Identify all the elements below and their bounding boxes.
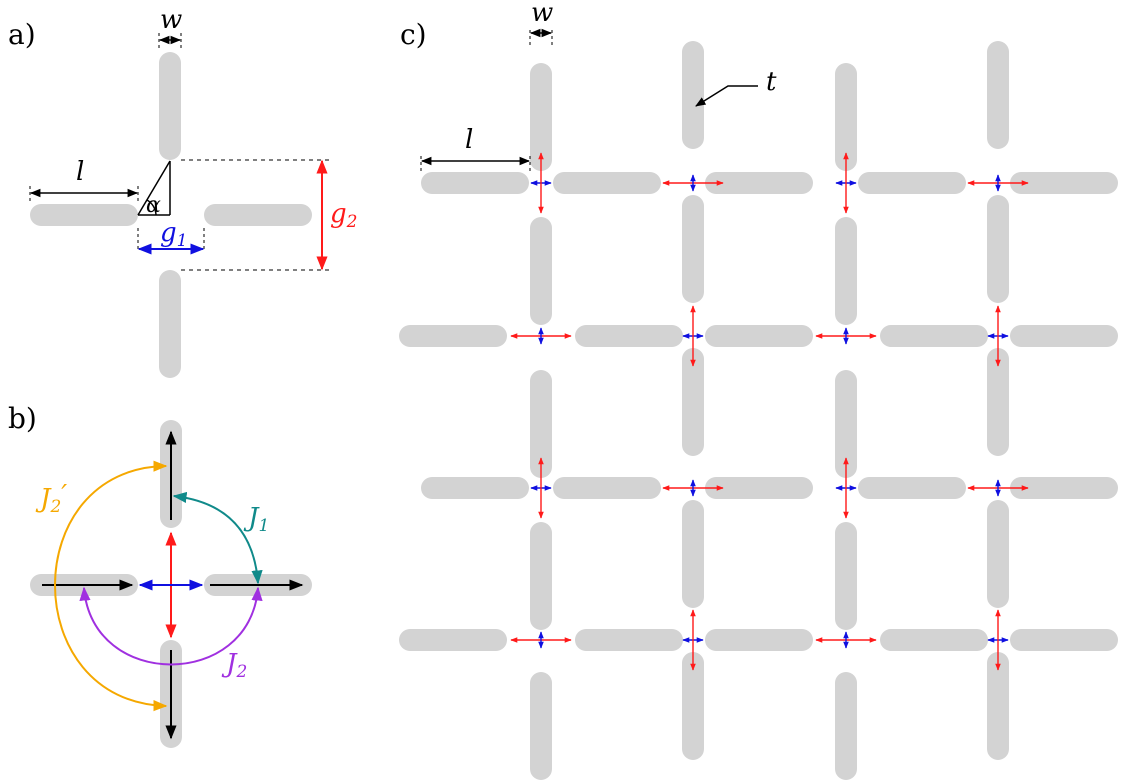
lattice-l-label: l — [465, 125, 473, 155]
J1-label: J1 — [243, 503, 269, 536]
lattice-bar-vertical — [835, 370, 857, 478]
lattice-bar-horizontal — [858, 477, 966, 499]
panel-a: a) w l α g1 g2 — [8, 5, 357, 378]
bar-a-bottom — [159, 270, 181, 378]
lattice-bar-vertical — [835, 63, 857, 171]
J2-coupling-arc — [79, 586, 263, 666]
J2-prime-label: J2′ — [35, 480, 67, 517]
lattice-bar-vertical — [987, 500, 1009, 608]
w-label: w — [160, 5, 182, 35]
lattice-bar-horizontal — [880, 629, 988, 651]
lattice-w-label: w — [531, 0, 553, 28]
lattice — [399, 41, 1118, 780]
lattice-bar-vertical — [682, 348, 704, 456]
lattice-bar-vertical — [835, 522, 857, 630]
panel-c: c) w l t — [399, 0, 1118, 780]
lattice-bar-horizontal — [1010, 172, 1118, 194]
alpha-hypotenuse — [137, 160, 171, 216]
lattice-t-label: t — [766, 67, 777, 97]
lattice-bar-horizontal — [1010, 477, 1118, 499]
J1-coupling-arc — [172, 491, 263, 585]
lattice-bar-horizontal — [421, 477, 529, 499]
J2-prime-coupling-arc — [54, 460, 168, 712]
panel-c-label: c) — [400, 18, 427, 51]
lattice-bar-vertical — [835, 217, 857, 325]
lattice-bar-horizontal — [880, 325, 988, 347]
lattice-bar-vertical — [835, 672, 857, 780]
lattice-bar-horizontal — [575, 629, 683, 651]
lattice-bar-vertical — [530, 63, 552, 171]
lattice-bar-horizontal — [858, 172, 966, 194]
bar-a-left — [30, 204, 138, 226]
lattice-bar-vertical — [987, 348, 1009, 456]
lattice-bar-horizontal — [705, 325, 813, 347]
lattice-bar-horizontal — [553, 477, 661, 499]
lattice-bar-vertical — [987, 195, 1009, 303]
alpha-label: α — [146, 193, 161, 218]
lattice-bar-vertical — [987, 652, 1009, 760]
lattice-bar-vertical — [530, 370, 552, 478]
lattice-bar-vertical — [682, 41, 704, 149]
lattice-bar-horizontal — [705, 477, 813, 499]
panel-a-label: a) — [8, 18, 36, 51]
g1-label: g1 — [160, 218, 187, 251]
lattice-bar-horizontal — [1010, 629, 1118, 651]
J2-label: J2 — [221, 649, 247, 682]
lattice-t-pointer — [695, 85, 758, 107]
lattice-bar-horizontal — [399, 629, 507, 651]
panel-b: b) J1 J2 J2′ — [8, 402, 312, 748]
lattice-bar-horizontal — [705, 629, 813, 651]
bar-a-top — [159, 52, 181, 160]
g2-label: g2 — [330, 199, 357, 232]
panel-b-label: b) — [8, 402, 37, 435]
alpha-arc — [146, 199, 157, 216]
lattice-bar-horizontal — [575, 325, 683, 347]
lattice-bar-horizontal — [421, 172, 529, 194]
lattice-bar-vertical — [682, 195, 704, 303]
lattice-bar-vertical — [530, 672, 552, 780]
lattice-bar-vertical — [530, 522, 552, 630]
lattice-bar-horizontal — [705, 172, 813, 194]
lattice-bar-vertical — [530, 217, 552, 325]
lattice-bar-horizontal — [553, 172, 661, 194]
lattice-bar-horizontal — [399, 325, 507, 347]
bar-a-right — [204, 204, 312, 226]
l-label: l — [76, 157, 84, 187]
lattice-bar-horizontal — [1010, 325, 1118, 347]
lattice-bar-vertical — [682, 500, 704, 608]
lattice-bar-vertical — [682, 652, 704, 760]
lattice-bar-vertical — [987, 41, 1009, 149]
